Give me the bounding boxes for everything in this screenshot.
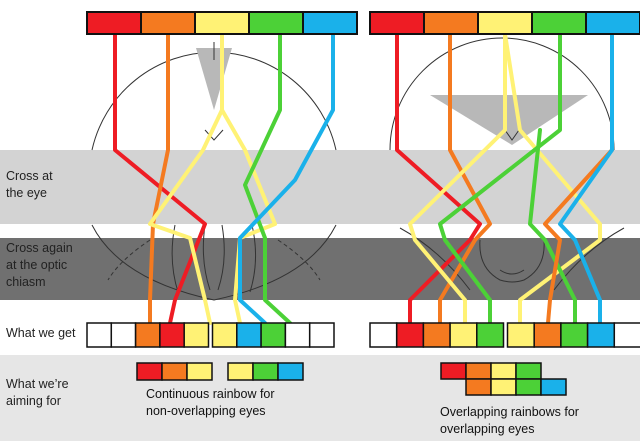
- get-right-cell-6: [533, 322, 562, 348]
- get-left-cell-6: [236, 322, 262, 348]
- aim-left-a-orange: [161, 362, 188, 381]
- path-right-orange: [438, 32, 492, 325]
- right-rainbow-paths: [395, 32, 614, 325]
- get-left-cell-0: [86, 322, 113, 348]
- top-left-cell-green: [248, 11, 304, 35]
- top-right-cell-green: [531, 11, 587, 35]
- get-left-cell-5: [211, 322, 238, 348]
- top-left-cell-yellow: [194, 11, 250, 35]
- what-we-get-label: What we get: [6, 326, 76, 340]
- right-head-outline: [389, 37, 625, 291]
- get-left-cell-9: [308, 322, 335, 348]
- aim-left-a-yellow: [186, 362, 213, 381]
- aim-right-b-blue: [540, 378, 567, 396]
- aim-left-b-blue: [277, 362, 304, 381]
- aim-right-a-orange: [465, 362, 492, 380]
- top-right-cell-orange: [423, 11, 479, 35]
- get-right-cell-8: [586, 322, 616, 348]
- path-right-blue: [558, 32, 614, 325]
- path-right-yellow-2: [503, 32, 602, 325]
- get-left-cell-8: [284, 322, 311, 348]
- top-left-cell-blue: [302, 11, 358, 35]
- top-right-cell-yellow: [477, 11, 533, 35]
- aim-right-a-yellow: [490, 362, 517, 380]
- right-result-bar: [369, 322, 640, 348]
- get-left-cell-7: [260, 322, 287, 348]
- aim-right-a-green: [515, 362, 542, 380]
- left-top-rainbow-bar: [86, 11, 358, 35]
- top-left-cell-red: [86, 11, 142, 35]
- aim-right-b-green: [515, 378, 542, 396]
- aim-right-b-orange: [465, 378, 492, 396]
- path-left-blue: [238, 32, 335, 325]
- get-left-cell-2: [134, 322, 161, 348]
- right-caption: Overlapping rainbows for overlapping eye…: [440, 405, 579, 436]
- cross-at-eye-label: Cross at the eye: [6, 169, 53, 200]
- path-left-red: [113, 32, 207, 325]
- aim-left-b-yellow: [227, 362, 254, 381]
- path-left-green: [243, 32, 292, 325]
- get-right-cell-9: [613, 322, 640, 348]
- right-aim-rainbow: [440, 362, 567, 396]
- path-right-green: [438, 32, 562, 325]
- get-right-cell-2: [422, 322, 451, 348]
- get-right-cell-1: [395, 322, 425, 348]
- right-top-rainbow-bar: [369, 11, 640, 35]
- get-left-cell-1: [110, 322, 137, 348]
- path-left-yellow-2: [220, 108, 277, 325]
- get-left-cell-4: [183, 322, 210, 348]
- get-right-cell-7: [560, 322, 589, 348]
- path-right-yellow: [408, 32, 507, 325]
- left-aim-rainbow: [136, 362, 304, 381]
- left-result-bar: [86, 322, 335, 348]
- get-left-cell-3: [159, 322, 185, 348]
- top-right-cell-blue: [585, 11, 640, 35]
- aiming-for-label: What we’re aiming for: [6, 377, 69, 408]
- aim-left-b-green: [252, 362, 279, 381]
- top-left-cell-orange: [140, 11, 196, 35]
- cross-again-label: Cross again at the optic chiasm: [6, 241, 73, 289]
- top-right-cell-red: [369, 11, 425, 35]
- path-right-red: [395, 32, 482, 325]
- left-caption: Continuous rainbow for non-overlapping e…: [146, 387, 275, 418]
- aim-right-b-yellow: [490, 378, 517, 396]
- get-right-cell-5: [506, 322, 535, 348]
- get-right-cell-3: [449, 322, 478, 348]
- aim-right-a-red: [440, 362, 467, 380]
- get-right-cell-4: [476, 322, 505, 348]
- left-rainbow-paths: [113, 32, 335, 325]
- aim-left-a-red: [136, 362, 163, 381]
- get-right-cell-0: [369, 322, 398, 348]
- path-right-green-2: [528, 128, 577, 325]
